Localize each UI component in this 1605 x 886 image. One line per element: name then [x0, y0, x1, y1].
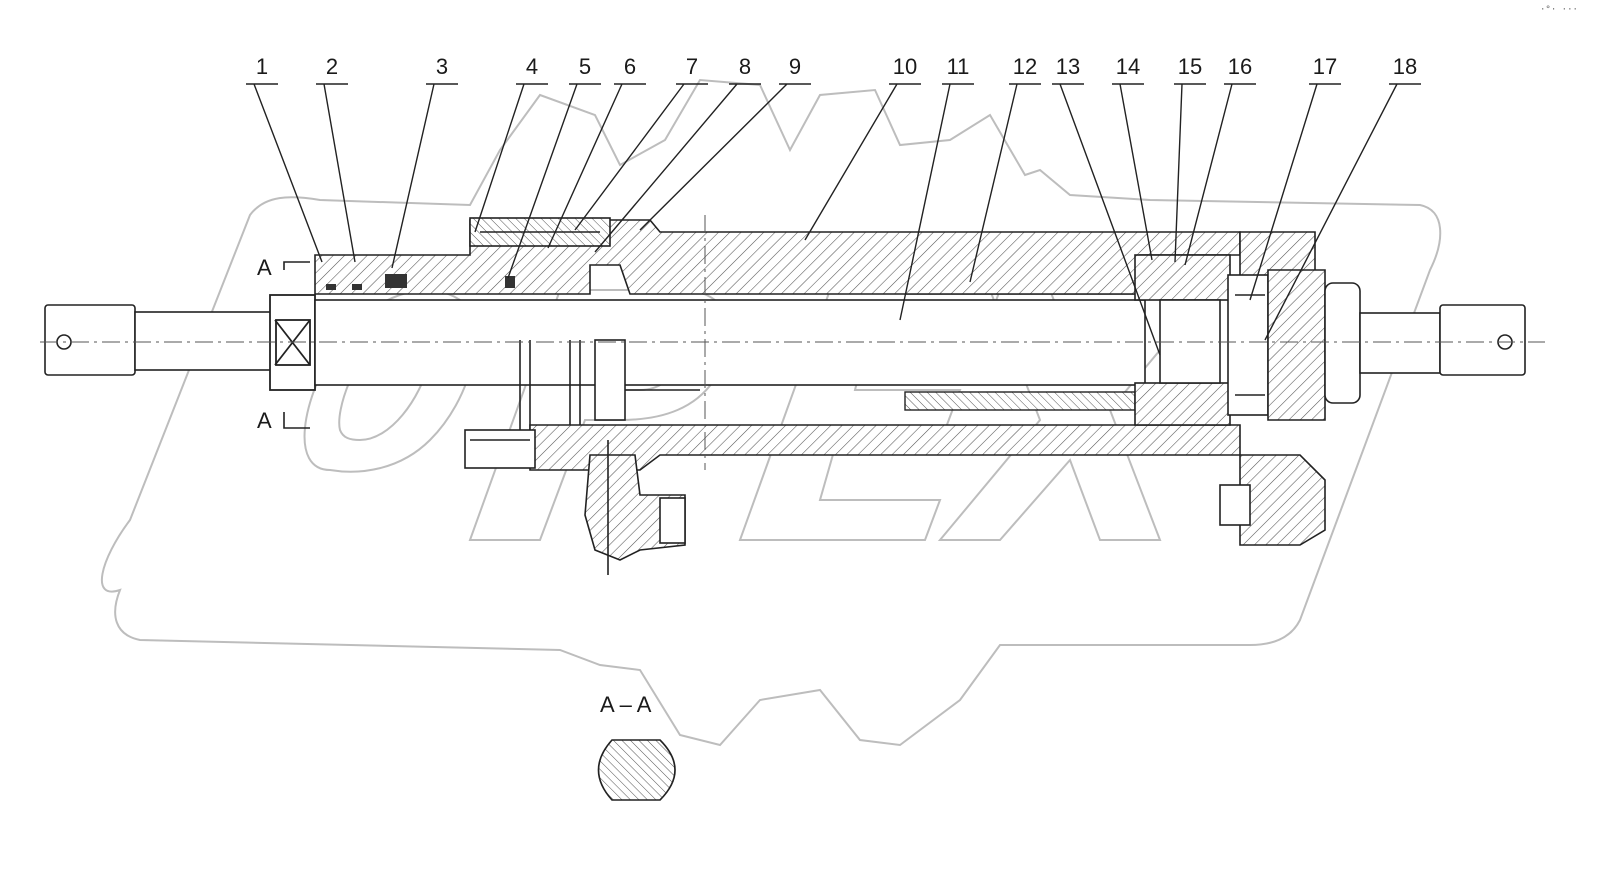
callout-15: 15: [1178, 54, 1202, 79]
leader-line-10: [804, 83, 921, 241]
callout-14: 14: [1116, 54, 1140, 79]
leader-line-18: [1264, 83, 1421, 341]
leader-line-16: [1184, 83, 1256, 266]
callout-3: 3: [436, 54, 448, 79]
leader-line-2: [316, 83, 356, 263]
corner-mark: ·°· ···: [1540, 5, 1578, 15]
callout-12: 12: [1013, 54, 1037, 79]
left-rod-end: [44, 304, 276, 376]
callout-9: 9: [789, 54, 801, 79]
leader-line-12: [969, 83, 1041, 283]
leader-line-15: [1174, 83, 1206, 263]
leader-line-8: [594, 83, 761, 253]
leader-line-17: [1249, 83, 1341, 301]
callout-7: 7: [686, 54, 698, 79]
section-mark-upper: A: [257, 255, 272, 280]
callout-6: 6: [624, 54, 636, 79]
port-fitting-left: [584, 440, 686, 575]
callout-5: 5: [579, 54, 591, 79]
leader-line-5: [507, 83, 601, 279]
callout-1: 1: [256, 54, 268, 79]
callout-4: 4: [526, 54, 538, 79]
callout-11: 11: [947, 54, 970, 79]
right-rod-end: [1359, 304, 1526, 376]
callout-10: 10: [893, 54, 917, 79]
section-view-label: A – A: [600, 692, 652, 717]
leader-line-13: [1052, 83, 1161, 356]
section-indicator-upper: A: [257, 255, 310, 280]
leader-line-3: [391, 83, 458, 269]
callout-8: 8: [739, 54, 751, 79]
callout-17: 17: [1313, 54, 1337, 79]
leader-line-14: [1112, 83, 1153, 261]
leader-line-1: [246, 83, 323, 263]
section-indicator-lower: A: [257, 408, 310, 433]
leader-line-9: [639, 83, 811, 231]
leader-line-4: [474, 83, 548, 233]
callout-13: 13: [1056, 54, 1080, 79]
callout-18: 18: [1393, 54, 1417, 79]
section-mark-lower: A: [257, 408, 272, 433]
section-view-aa: A – A: [597, 692, 676, 801]
watermark-gear-outline: [100, 78, 1442, 747]
leader-line-7: [574, 83, 708, 231]
callout-2: 2: [326, 54, 338, 79]
centerlines: [40, 215, 1545, 470]
callout-16: 16: [1228, 54, 1252, 79]
leader-line-11: [899, 83, 974, 321]
leader-line-6: [547, 83, 646, 249]
